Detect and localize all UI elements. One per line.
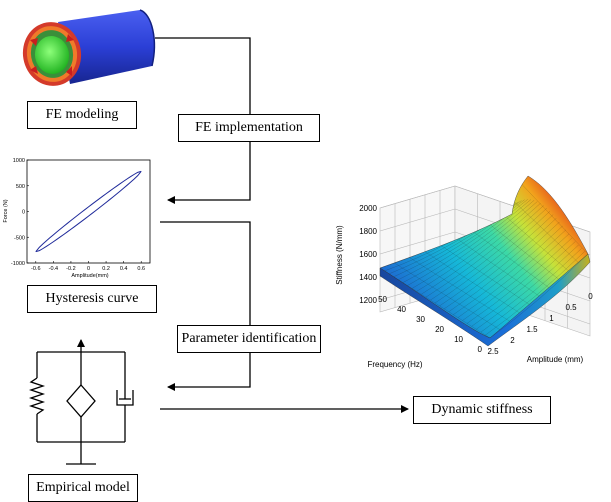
box-dynamic-stiffness: Dynamic stiffness [413, 396, 551, 424]
hysteresis-xtick-label: 0.2 [102, 266, 110, 272]
surface-gridline [379, 185, 456, 209]
hysteresis-loop [35, 171, 142, 253]
hysteresis-ytick-label: 500 [16, 184, 25, 190]
surface-mesh-line [434, 211, 551, 304]
surface-mesh-line [406, 255, 510, 322]
surface-ztick-label: 1600 [359, 250, 377, 259]
surface-mesh-line [416, 201, 538, 292]
box-parameter-identification: Parameter identification [177, 325, 321, 353]
surface-mesh-line [448, 221, 560, 312]
hysteresis-xtick-label: 0.4 [120, 266, 128, 272]
hysteresis-ytick-label: -500 [14, 235, 25, 241]
surface-freq-tick-label: 30 [416, 315, 425, 324]
schematic-damper [116, 352, 134, 442]
box-fe-modeling: FE modeling [27, 101, 137, 129]
surface-mesh-line [459, 221, 549, 288]
box-empirical-model: Empirical model [28, 474, 138, 502]
surface-freq-tick-label: 20 [435, 325, 444, 334]
surface-ztick-label: 1400 [359, 273, 377, 282]
surface-mesh-line [476, 244, 579, 330]
hysteresis-loop-return [35, 170, 142, 252]
box-fe-implementation: FE implementation [178, 114, 320, 142]
surface-zlabel: Stiffness (N/mm) [335, 225, 344, 285]
hysteresis-ytick-label: 0 [22, 210, 25, 216]
surface-mesh-line [480, 248, 582, 333]
surface-freq-tick-label: 40 [397, 305, 406, 314]
surface-mesh-line [419, 248, 520, 313]
surface-mesh-line [457, 229, 566, 318]
surface-xlabel: Amplitude (mm) [527, 355, 584, 364]
surface-mesh-line [471, 241, 576, 327]
surface-mesh-line [380, 267, 491, 338]
hysteresis-xtick-label: 0.6 [137, 266, 145, 272]
surface-amp-tick-label: 0.5 [565, 303, 577, 312]
box-hysteresis-curve: Hysteresis curve [27, 285, 157, 313]
surface-mesh-line [439, 214, 554, 307]
connector-hysteresis-to-empirical [160, 221, 251, 391]
surface-mesh-line [444, 218, 557, 309]
hysteresis-ytick-label: 1000 [13, 158, 25, 164]
surface-ztick-label: 2000 [359, 204, 377, 213]
surface-gridline [379, 208, 456, 232]
surface-mesh-line [393, 262, 500, 330]
surface-freq-tick-label: 10 [454, 335, 463, 344]
surface-ztick-label: 1800 [359, 227, 377, 236]
surface-mesh-line [407, 199, 532, 286]
surface-mesh-line [511, 176, 588, 255]
surface-mesh-line [445, 230, 540, 297]
surface-mesh-line [430, 208, 547, 301]
hysteresis-ytick-label: -1000 [11, 261, 25, 267]
surface-amp-tick-label: 2 [510, 336, 515, 345]
schematic-spring [28, 352, 46, 442]
schematic-friction-element [66, 352, 96, 442]
hysteresis-xtick-label: -0.2 [66, 266, 75, 272]
surface-mesh-line [453, 225, 563, 315]
surface-mesh-line [489, 253, 588, 338]
surface-amp-tick-label: 0 [588, 292, 593, 301]
cylinder-end-face [22, 22, 82, 86]
surface-amp-tick-label: 2.5 [487, 347, 499, 356]
hysteresis-xlabel: Amplitude(mm) [71, 273, 108, 279]
surface-freq-tick-label: 0 [478, 345, 483, 354]
cylinder-body [58, 9, 156, 84]
surface-ztick-label: 1200 [359, 296, 377, 305]
hysteresis-ylabel: Force (N) [3, 199, 9, 222]
surface-ylabel: Frequency (Hz) [367, 360, 422, 369]
surface-mesh-line [462, 233, 570, 321]
surface-mesh-line [425, 205, 544, 298]
hysteresis-xtick-label: -0.6 [31, 266, 40, 272]
surface-mesh-line [432, 239, 530, 305]
surface-mesh-line [421, 203, 541, 295]
surface-mesh-line [411, 200, 535, 289]
surface-freq-tick-label: 50 [378, 295, 387, 304]
surface-gridline [379, 231, 456, 255]
surface-mesh-line [402, 199, 528, 283]
surface-amp-tick-label: 1.5 [526, 325, 538, 334]
hysteresis-xtick-label: -0.4 [49, 266, 58, 272]
surface-mesh-line [485, 251, 585, 336]
hysteresis-xtick-label: 0 [87, 266, 90, 272]
surface-mesh-line [466, 237, 573, 324]
surface-amp-tick-label: 1 [549, 314, 554, 323]
